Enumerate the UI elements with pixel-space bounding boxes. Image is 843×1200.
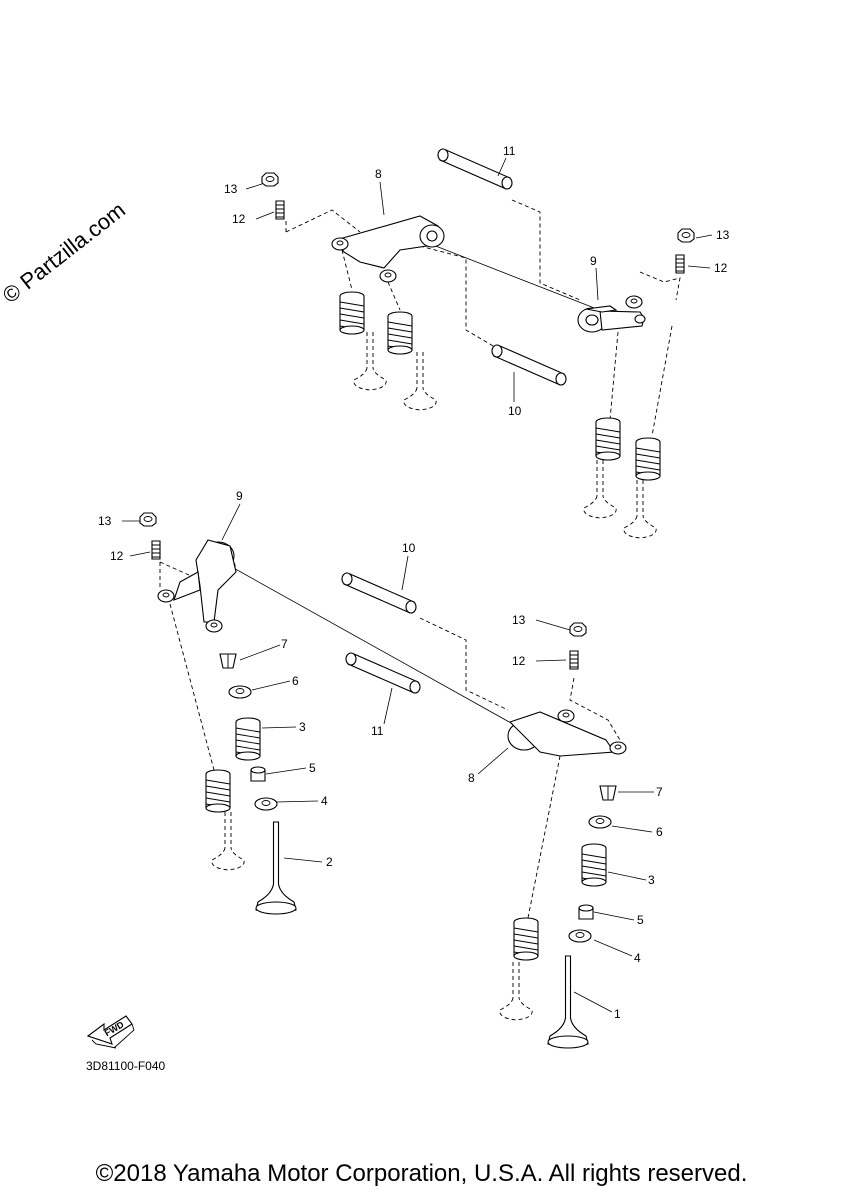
- lower-shaft-11: [345, 652, 421, 694]
- upper-nut-13-left: [261, 172, 279, 187]
- copyright-text: ©2018 Yamaha Motor Corporation, U.S.A. A…: [95, 1160, 748, 1187]
- callout-4: 4: [634, 951, 641, 965]
- callout-4: 4: [321, 794, 328, 808]
- lower-spring-3-right: [581, 843, 607, 887]
- callout-3: 3: [648, 873, 655, 887]
- callout-12: 12: [232, 212, 246, 226]
- callout-13: 13: [224, 182, 238, 196]
- callout-8: 8: [375, 167, 382, 181]
- lower-seat-4-right: [568, 929, 592, 943]
- callout-2: 2: [326, 855, 333, 869]
- callouts: 13 12 8 11 13 12 9 10 9 13 12 10 7 6 3 1…: [98, 144, 730, 1021]
- callout-3: 3: [299, 720, 306, 734]
- lower-spring-3-left: [235, 717, 261, 761]
- lower-rocker-arm-8: [507, 709, 627, 757]
- callout-13: 13: [512, 613, 526, 627]
- upper-springs-left: [339, 249, 437, 411]
- callout-8: 8: [468, 771, 475, 785]
- callout-6: 6: [656, 825, 663, 839]
- lower-valve-1: [547, 955, 589, 1049]
- callout-9: 9: [236, 489, 243, 503]
- upper-rocker-arm-8: [331, 215, 445, 283]
- lower-screw-12-left: [151, 540, 161, 560]
- upper-rocker-arm-9: [577, 305, 646, 333]
- lower-assembly: [139, 512, 627, 1049]
- callout-11: 11: [503, 144, 516, 158]
- callout-10: 10: [402, 541, 416, 555]
- fwd-arrow-icon: FWD: [86, 1015, 135, 1049]
- upper-shaft-10: [491, 344, 567, 386]
- lower-nut-13-right: [569, 622, 587, 637]
- lower-valve-2: [255, 821, 297, 915]
- callout-13: 13: [98, 514, 112, 528]
- lower-retainer-6-left: [228, 685, 252, 699]
- lower-cotter-7-left: [219, 653, 237, 669]
- callout-6: 6: [292, 674, 299, 688]
- callout-9: 9: [590, 254, 597, 268]
- callout-12: 12: [110, 549, 124, 563]
- lower-nut-13-left: [139, 512, 157, 527]
- upper-springs-right: [583, 325, 673, 539]
- upper-screw-12-right: [675, 254, 685, 274]
- callout-10: 10: [508, 404, 522, 418]
- upper-screw-12-left: [275, 200, 285, 220]
- lower-seal-5-left: [250, 766, 266, 782]
- callout-12: 12: [512, 654, 526, 668]
- lower-rocker-arm-9: [157, 539, 237, 633]
- callout-5: 5: [309, 761, 316, 775]
- diagram-code: 3D81100-F040: [86, 1059, 166, 1073]
- callout-11: 11: [371, 724, 384, 738]
- callout-7: 7: [281, 637, 288, 651]
- callout-13: 13: [716, 228, 730, 242]
- lower-screw-12-right: [569, 650, 579, 670]
- lower-seat-4-left: [254, 797, 278, 811]
- callout-12: 12: [714, 261, 728, 275]
- lower-cotter-7-right: [599, 785, 617, 801]
- leader-lines: [122, 157, 713, 1013]
- callout-5: 5: [637, 913, 644, 927]
- lower-seal-5-right: [578, 904, 594, 920]
- upper-nut-13-right: [677, 228, 695, 243]
- callout-1: 1: [614, 1007, 621, 1021]
- callout-7: 7: [656, 785, 663, 799]
- upper-assembly: [261, 148, 695, 539]
- lower-shaft-10: [341, 572, 417, 614]
- lower-retainer-6-right: [588, 815, 612, 829]
